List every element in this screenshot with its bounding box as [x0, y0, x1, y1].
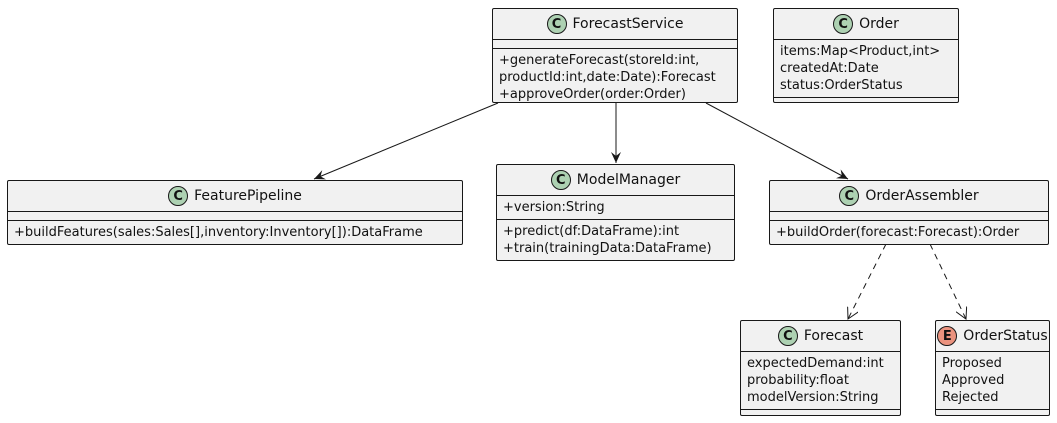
class-header: C Forecast [741, 321, 900, 352]
association-forecastservice-featurepipeline [313, 102, 499, 180]
class-name: Order [859, 16, 899, 32]
operation-line: +predict(df:DataFrame):int [503, 224, 680, 239]
class-stereotype-icon: C [546, 14, 567, 34]
enum-stereotype-icon: E [937, 326, 958, 346]
enum-box-orderstatus: E OrderStatus Proposed Approved Rejected [935, 320, 1050, 416]
attribute-compartment: items:Map<Product,int> createdAt:Date st… [774, 40, 958, 97]
operation-compartment: +predict(df:DataFrame):int +train(traini… [497, 219, 734, 260]
class-stereotype-icon: C [168, 186, 189, 206]
attribute-compartment: +version:String [497, 196, 734, 219]
operation-line: +approveOrder(order:Order) [499, 87, 686, 102]
operation-line: +buildOrder(forecast:Forecast):Order [776, 225, 1020, 240]
dependency-orderassembler-forecast [848, 243, 887, 319]
attribute-line: status:OrderStatus [780, 78, 903, 93]
attribute-line: +version:String [503, 200, 605, 215]
class-name: ForecastService [572, 16, 684, 32]
enum-value-line: Approved [942, 373, 1005, 388]
operation-compartment [936, 409, 1049, 417]
enum-values-compartment: Proposed Approved Rejected [936, 352, 1049, 409]
class-box-forecastservice: C ForecastService +generateForecast(stor… [492, 8, 738, 103]
operation-line: +buildFeatures(sales:Sales[],inventory:I… [14, 225, 423, 240]
attribute-compartment [8, 212, 462, 220]
enum-value-line: Rejected [942, 390, 999, 405]
class-stereotype-icon: C [777, 326, 798, 346]
class-name: OrderStatus [963, 328, 1048, 344]
operation-line: +train(trainingData:DataFrame) [503, 241, 712, 256]
operation-compartment: +buildFeatures(sales:Sales[],inventory:I… [8, 220, 462, 244]
class-name: ModelManager [576, 172, 681, 188]
attribute-line: createdAt:Date [780, 61, 879, 76]
class-name: FeaturePipeline [194, 188, 302, 204]
operation-compartment [774, 97, 958, 105]
class-box-modelmanager: C ModelManager +version:String +predict(… [496, 164, 735, 261]
attribute-compartment: expectedDemand:int probability:float mod… [741, 352, 900, 409]
dependency-orderassembler-orderstatus [929, 243, 966, 319]
class-stereotype-icon: C [550, 170, 571, 190]
class-box-forecast: C Forecast expectedDemand:int probabilit… [740, 320, 901, 416]
enum-value-line: Proposed [942, 356, 1002, 371]
class-name: OrderAssembler [865, 188, 979, 204]
class-name: Forecast [803, 328, 864, 344]
class-stereotype-icon: C [833, 14, 854, 34]
class-stereotype-icon: C [839, 186, 860, 206]
class-header: C ForecastService [493, 9, 737, 40]
attribute-line: expectedDemand:int [747, 356, 884, 371]
attribute-line: probability:float [747, 373, 850, 388]
attribute-compartment [770, 212, 1048, 220]
class-box-order: C Order items:Map<Product,int> createdAt… [773, 8, 959, 103]
operation-line: productId:int,date:Date):Forecast [499, 70, 716, 85]
class-box-orderassembler: C OrderAssembler +buildOrder(forecast:Fo… [769, 180, 1049, 245]
attribute-line: items:Map<Product,int> [780, 44, 941, 59]
class-box-featurepipeline: C FeaturePipeline +buildFeatures(sales:S… [7, 180, 463, 245]
operation-compartment: +buildOrder(forecast:Forecast):Order [770, 220, 1048, 244]
association-forecastservice-orderassembler [705, 102, 849, 180]
attribute-compartment [493, 40, 737, 48]
class-header: C OrderAssembler [770, 181, 1048, 212]
class-header: C FeaturePipeline [8, 181, 462, 212]
operation-compartment: +generateForecast(storeId:int, productId… [493, 48, 737, 106]
class-header: E OrderStatus [936, 321, 1049, 352]
class-header: C Order [774, 9, 958, 40]
operation-line: +generateForecast(storeId:int, [499, 53, 700, 68]
operation-compartment [741, 409, 900, 417]
class-header: C ModelManager [497, 165, 734, 196]
attribute-line: modelVersion:String [747, 390, 879, 405]
